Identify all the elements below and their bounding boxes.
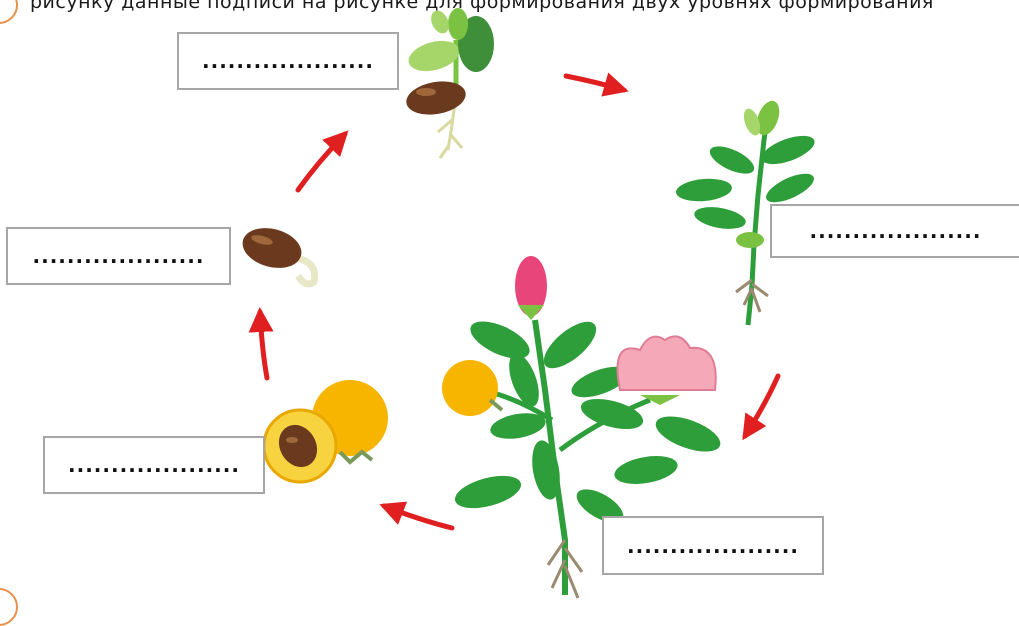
- plant-life-cycle-diagram: [0, 0, 1019, 608]
- germinating-seed-illustration: [238, 222, 315, 284]
- label-box-seedling[interactable]: ....................: [177, 32, 399, 90]
- arrow-seed-to-seedling: [298, 134, 345, 190]
- arrow-fruit-to-seed: [260, 312, 267, 378]
- fruit-illustration: [264, 380, 388, 482]
- label-box-germinating-seed[interactable]: ....................: [6, 227, 231, 285]
- arrow-flower-to-fruit: [384, 506, 452, 528]
- label-box-young-plant[interactable]: ....................: [770, 204, 1019, 258]
- label-box-flowering-plant[interactable]: ....................: [602, 516, 824, 575]
- arrow-seedling-to-plant: [566, 76, 624, 90]
- seedling-illustration: [404, 8, 494, 158]
- label-box-fruit[interactable]: ....................: [43, 436, 265, 494]
- arrow-plant-to-flower: [745, 376, 778, 436]
